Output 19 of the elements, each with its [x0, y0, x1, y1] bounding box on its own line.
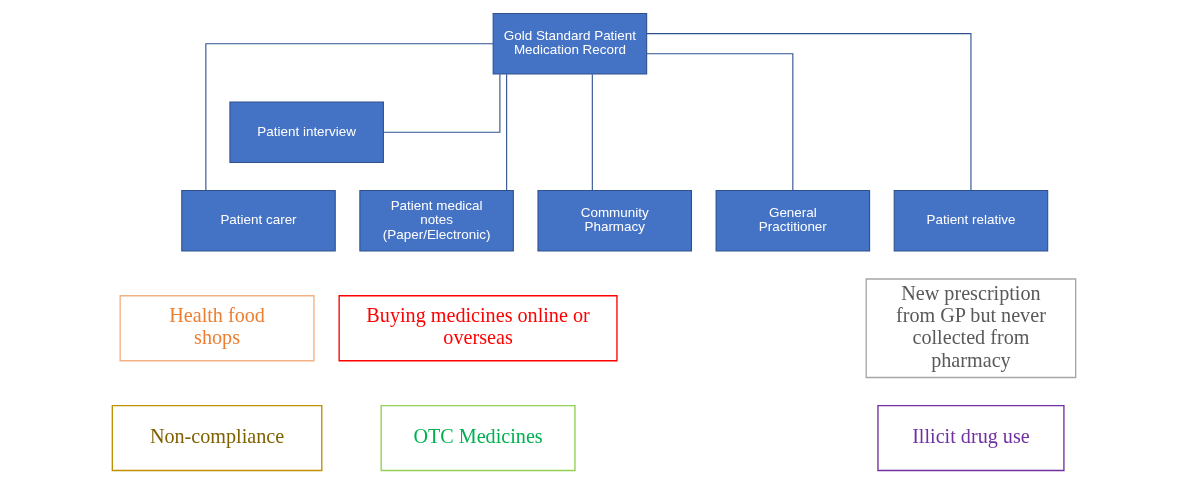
- node-box: Gold Standard Patient Medication Record: [492, 12, 648, 75]
- connector: [646, 32, 972, 191]
- node-box: Patient carer: [181, 189, 336, 251]
- node-box: Patient relative: [893, 189, 1049, 251]
- connector: [591, 73, 593, 191]
- connector: [205, 42, 494, 191]
- connector: [646, 52, 794, 191]
- node-box: General Practitioner: [715, 189, 871, 251]
- node-box: Community Pharmacy: [537, 189, 692, 251]
- node-box: Illicit drug use: [877, 404, 1065, 471]
- node-box: Patient medical notes (Paper/Electronic): [359, 189, 514, 251]
- node-box: Health food shops: [119, 294, 315, 361]
- connector: [506, 73, 508, 191]
- node-box: OTC Medicines: [380, 404, 576, 471]
- node-box: Non-compliance: [111, 404, 323, 471]
- connector: [383, 73, 501, 133]
- node-box: Buying medicines online or overseas: [338, 294, 618, 361]
- node-box: New prescription from GP but never collected from pharmacy: [865, 277, 1077, 378]
- node-box: Patient interview: [229, 100, 384, 163]
